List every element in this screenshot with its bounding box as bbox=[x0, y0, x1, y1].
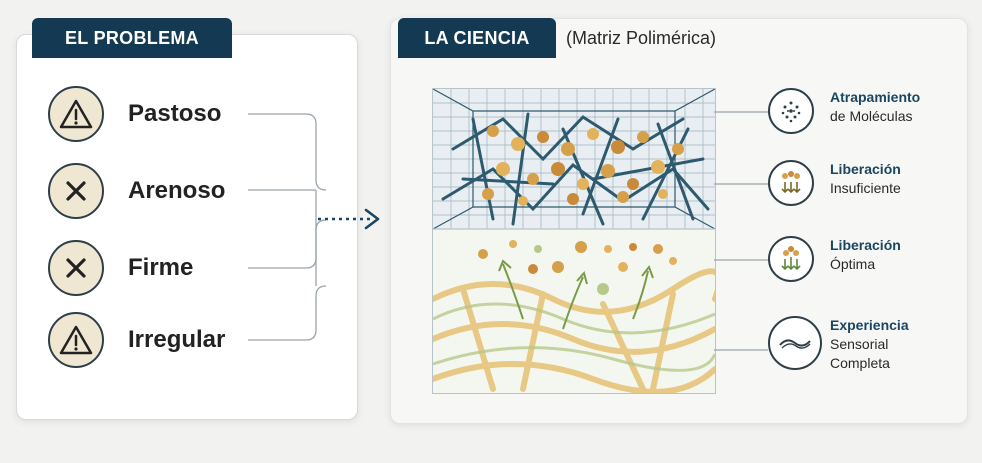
legend-item-atrapamiento: Atrapamiento de Moléculas bbox=[768, 88, 920, 134]
problem-label: Pastoso bbox=[128, 100, 222, 127]
problem-label: Arenoso bbox=[128, 177, 226, 204]
connector-bracket bbox=[248, 113, 380, 341]
optimal-release-icon bbox=[768, 236, 814, 282]
legend-title: Experiencia bbox=[830, 317, 909, 333]
trapped-molecules bbox=[482, 125, 684, 206]
release-arrows bbox=[498, 259, 654, 330]
legend-line: de Moléculas bbox=[830, 108, 913, 124]
legend-line: Completa bbox=[830, 355, 890, 371]
legend-item-experiencia: Experiencia Sensorial Completa bbox=[768, 316, 909, 373]
warning-icon bbox=[48, 312, 104, 368]
trapped-molecules-icon bbox=[768, 88, 814, 134]
legend-leader-lines bbox=[714, 111, 768, 351]
wave-icon bbox=[768, 316, 822, 370]
released-molecules bbox=[478, 240, 677, 295]
legend-title: Liberación bbox=[830, 237, 901, 253]
legend-line: Sensorial bbox=[830, 336, 889, 352]
polymer-matrix-illustration bbox=[430, 88, 723, 395]
warning-icon bbox=[48, 86, 104, 142]
problem-label: Firme bbox=[128, 254, 194, 281]
problem-tab: EL PROBLEMA bbox=[32, 18, 232, 58]
problem-item-firme: Firme bbox=[48, 238, 193, 298]
close-icon bbox=[48, 163, 104, 219]
legend-line: Insuficiente bbox=[830, 180, 901, 196]
polymer-chains bbox=[441, 112, 710, 226]
close-icon bbox=[48, 240, 104, 296]
insufficient-release-icon bbox=[768, 160, 814, 206]
problem-item-irregular: Irregular bbox=[48, 310, 225, 370]
legend-item-liberacion-insuficiente: Liberación Insuficiente bbox=[768, 160, 901, 206]
problem-item-arenoso: Arenoso bbox=[48, 161, 225, 221]
legend-title: Atrapamiento bbox=[830, 89, 921, 105]
problem-item-pastoso: Pastoso bbox=[48, 84, 221, 144]
polymer-matrix-diagram bbox=[430, 88, 723, 395]
science-subtitle: (Matriz Polimérica) bbox=[566, 28, 717, 48]
legend-item-liberacion-optima: Liberación Óptima bbox=[768, 236, 901, 282]
legend-title: Liberación bbox=[830, 161, 901, 177]
science-tab: LA CIENCIA bbox=[398, 18, 556, 58]
legend-line: Óptima bbox=[830, 256, 876, 272]
problem-label: Irregular bbox=[128, 326, 226, 353]
mesh-frame bbox=[432, 88, 716, 230]
